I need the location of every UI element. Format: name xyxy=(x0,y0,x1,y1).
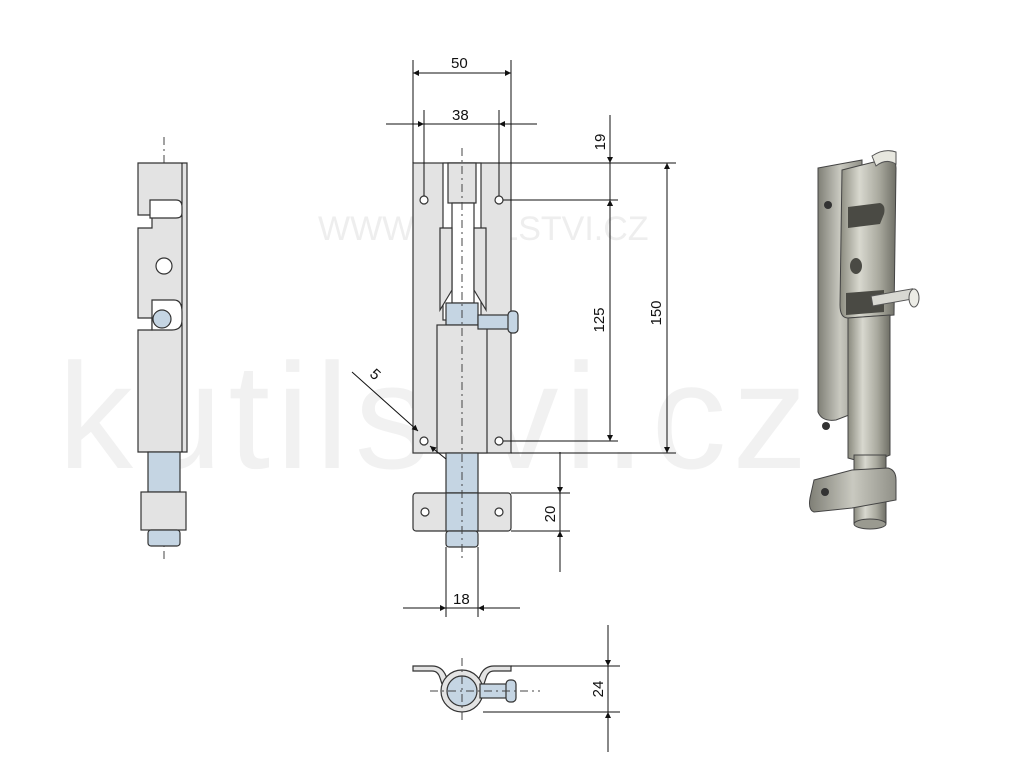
profile-view-dimensions: 24 xyxy=(483,625,620,752)
mounting-hole-top-right xyxy=(494,195,504,205)
mounting-hole-bottom-left xyxy=(419,436,429,446)
iso-hole-middle xyxy=(850,258,862,274)
side-view-knob xyxy=(152,309,172,329)
keeper-hole-left xyxy=(420,507,430,517)
iso-slot-top xyxy=(848,203,885,228)
dim-label-top-offset: 19 xyxy=(592,134,609,151)
side-view-keeper xyxy=(140,491,187,531)
iso-hole-bottom xyxy=(822,422,830,430)
iso-knob-head xyxy=(908,288,920,308)
mounting-hole-top-left xyxy=(419,195,429,205)
iso-guide-lip xyxy=(871,150,897,167)
dim-label-hole-spacing-height: 125 xyxy=(591,307,608,332)
profile-view-bracket xyxy=(412,665,512,685)
iso-keeper-hole xyxy=(821,488,829,496)
dim-label-overall-width: 50 xyxy=(451,55,468,72)
iso-barrel xyxy=(847,314,891,462)
dim-label-overall-height: 150 xyxy=(648,300,665,325)
side-view xyxy=(137,137,188,560)
iso-keeper xyxy=(809,467,897,513)
side-view-bolt-tip xyxy=(147,529,181,547)
side-view-hole xyxy=(155,257,173,275)
front-view-right-bracket xyxy=(473,227,487,313)
side-view-slot xyxy=(149,199,183,219)
iso-bolt-tip xyxy=(853,518,887,530)
profile-view xyxy=(412,658,540,722)
front-view-knob-stem xyxy=(477,314,511,330)
isometric-view xyxy=(809,150,920,530)
front-view xyxy=(412,148,519,560)
front-view-bolt-window xyxy=(451,202,475,304)
dim-label-hole-spacing-width: 38 xyxy=(452,107,469,124)
dim-label-keeper-height: 20 xyxy=(542,506,559,523)
dim-label-bolt-diameter: 18 xyxy=(453,591,470,608)
front-view-left-bracket xyxy=(439,227,453,313)
front-view-knob-head xyxy=(507,310,519,334)
dim-label-profile-depth: 24 xyxy=(590,681,607,698)
keeper-hole-right xyxy=(494,507,504,517)
mounting-hole-bottom-right xyxy=(494,436,504,446)
iso-hole-top xyxy=(824,201,832,209)
front-view-dimensions: 50 38 19 125 150 5 20 xyxy=(351,55,676,617)
side-view-bolt xyxy=(147,451,181,493)
